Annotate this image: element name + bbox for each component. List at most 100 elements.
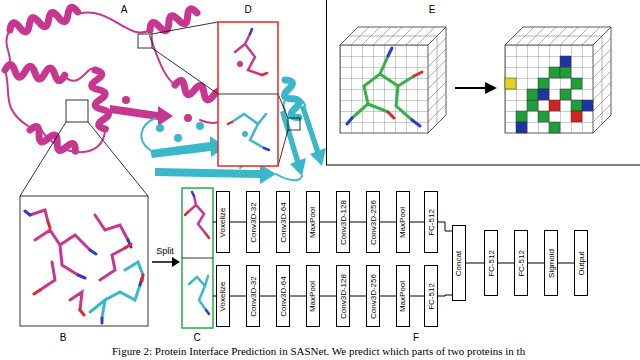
leader-lines [66,100,88,122]
layer-label: FC-512 [487,250,496,277]
voxelize-arrow [455,87,485,89]
panel-letter: E [429,4,436,16]
voxel-cells [549,122,560,133]
split-box-d [218,22,278,166]
voxel-cells [538,89,549,100]
layer-label: MaxPool [309,206,318,237]
connector-line [350,296,366,297]
layer-label: Conv3D-128 [339,200,348,245]
connector-line [260,222,276,223]
connector-line [380,296,396,297]
voxel-cells [549,67,560,78]
zoom-box-b [25,211,142,323]
layer-box: Conv3D-256 [366,191,380,253]
layer-label: MaxPool [309,280,318,311]
layer-box: Conv3D-128 [336,191,350,253]
arrow-label: Split [156,246,174,257]
voxel-cells [505,78,516,89]
cyan-protein [156,124,164,132]
layer-label: Voxelize [219,281,228,311]
zoom-box-b [20,196,148,326]
connector-line [438,295,452,296]
connector-line [410,222,424,223]
layer-box: Conv3D-32 [246,191,260,253]
magenta-protein [64,69,95,81]
zoom-box-b [25,210,143,323]
voxel-cells [582,100,593,111]
voxel-panel-e [327,0,640,165]
layer-label: Output [577,251,586,275]
layer-label: Conv3D-64 [279,202,288,242]
split-box-d [242,131,248,137]
connector-line [230,296,246,297]
cyan-protein [150,136,226,158]
voxel-cells [571,111,582,122]
voxel-cells [560,56,571,67]
split-box-c [182,188,216,328]
split-box-c [185,212,209,238]
voxel-cells [571,100,582,111]
connector-line [558,263,574,264]
layer-box: Voxelize [216,265,230,327]
layer-label: MaxPool [399,206,408,237]
magenta-protein [4,64,65,81]
voxel-cells [560,89,571,100]
voxel-panel-e [327,0,640,165]
cyan-protein [284,97,305,110]
layer-label: Conv3D-32 [249,202,258,242]
voxel-cells [516,122,527,133]
connector-line [320,296,336,297]
connector-line [438,222,452,231]
split-box-d [237,61,243,67]
layer-label: MaxPool [399,280,408,311]
layer-label: Conv3D-256 [369,274,378,319]
layer-label: Conv3D-32 [249,276,258,316]
layer-label: FC-512 [427,283,436,310]
magenta-protein [148,7,199,35]
magenta-protein [150,36,175,85]
leader-lines [20,122,148,196]
connector-line [290,222,306,223]
split-box-d [228,73,267,124]
zoom-box-b [34,222,143,315]
layer-label: Voxelize [219,207,228,237]
magenta-protein [122,96,130,104]
magenta-protein [89,69,111,130]
leader-lines [20,22,300,196]
zoom-box-b [90,262,143,318]
split-box-c [192,192,209,314]
layer-label: Concat [455,250,464,275]
connector-line [350,222,366,223]
voxel-cells [549,100,560,111]
split-arrow [152,257,180,267]
voxel-cells [505,56,593,133]
molecule-sticks [347,48,422,126]
voxelize-arrow [485,82,497,94]
layer-label: FC-512 [517,250,526,277]
leader-lines [278,94,288,166]
layer-box: Conv3D-32 [246,265,260,327]
magenta-protein [173,79,224,104]
cyan-protein [155,164,276,184]
molecule-sticks [388,72,422,118]
layer-box: FC-512 [424,191,438,253]
layer-box: MaxPool [306,265,320,327]
split-box-d [218,22,278,166]
layer-box: FC-512 [424,265,438,327]
layer-label: Conv3D-256 [369,200,378,245]
layer-label: Conv3D-64 [279,276,288,316]
layer-label: Sigmoid [547,249,556,278]
cyan-protein [141,118,155,150]
split-arrow [172,257,180,267]
panel-letter: D [244,4,251,16]
layer-box: MaxPool [396,265,410,327]
layer-box: FC-512 [484,230,498,296]
layer-box: Output [574,230,588,296]
voxelize-arrow [455,82,497,94]
split-box-d [232,114,266,148]
voxel-cells [527,100,538,111]
magenta-protein [184,114,192,122]
layer-box: MaxPool [396,191,410,253]
